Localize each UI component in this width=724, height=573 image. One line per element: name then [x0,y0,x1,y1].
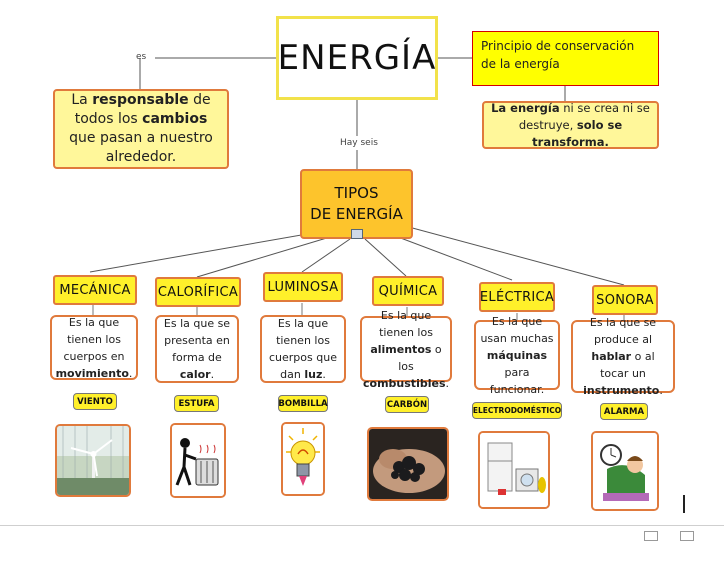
type-description-quimica: Es la que tienen los alimentos o los com… [360,309,452,390]
desc-text: . [128,366,133,380]
law-text: ni se crea ni se destruye, [518,100,650,132]
desc-text: para funcionar. [489,365,545,396]
example-label-bombilla: BOMBILLA [278,395,328,412]
tipos-de-energia-box: TIPOS DE ENERGÍA [300,169,413,239]
energia-title: ENERGÍA [276,16,438,100]
type-heading-mecanica: MECÁNICA [53,275,137,305]
definition-text: de todos los [74,92,211,127]
tipos-line2: DE ENERGÍA [310,205,403,223]
layout-icon[interactable] [680,531,694,541]
type-description-sonora: Es la que se produce al hablar o al toca… [571,316,675,397]
light-bulb-icon [281,422,325,496]
desc-bold: combustibles [363,376,446,390]
desc-text: Es la que se produce al [589,316,657,346]
type-heading-electrica: ELÉCTRICA [479,282,555,312]
link-es: es [136,52,147,62]
desc-text: Es la que tienen los cuerpos que dan [269,317,337,381]
definition-bold: cambios [142,111,208,127]
link-hay-seis: Hay seis [340,138,378,148]
type-description-mecanica: Es la que tienen los cuerpos en movimien… [50,315,138,380]
type-heading-sonora: SONORA [592,285,658,315]
appliance-icon [478,431,550,509]
desc-text: Es la que se presenta en forma de [163,317,231,364]
desc-text: o los [398,342,442,373]
principle-box: Principio de conservación de la energía [472,31,659,86]
law-bold: solo se transforma. [532,117,623,149]
alarm-clock-icon [591,431,659,511]
example-label-electrodomestico: ELECTRODOMÉSTICO [472,402,562,419]
desc-bold: movimiento [55,366,129,380]
desc-text: . [210,368,215,381]
definition-text: que pasan a nuestro alrededor. [69,130,213,165]
definition-text: La [71,92,93,108]
type-description-luminosa: Es la que tienen los cuerpos que dan luz… [260,315,346,383]
wind-turbine-icon [55,424,131,497]
type-description-calorifica: Es la que se presenta en forma de calor. [155,315,239,383]
definition-box: La responsable de todos los cambios que … [53,89,229,169]
desc-bold: hablar [591,350,632,363]
note-icon [351,229,363,239]
desc-text: o al tocar un [600,350,655,380]
definition-bold: responsable [92,92,189,108]
desc-bold: luz [304,368,323,381]
desc-text: Es la que tienen los cuerpos en [63,315,125,363]
example-label-carbon: CARBÓN [385,396,429,413]
desc-text: Es la que tienen los [379,308,433,339]
coal-icon [367,427,449,501]
desc-text: Es la que usan muchas [480,314,554,345]
tipos-line1: TIPOS [334,184,379,202]
desc-text: . [322,368,326,381]
text-cursor [683,495,685,513]
layout-icon[interactable] [644,531,658,541]
conservation-law-box: La energía ni se crea ni se destruye, so… [482,101,659,149]
type-heading-luminosa: LUMINOSA [263,272,343,302]
desc-bold: alimentos [370,342,432,356]
example-label-estufa: ESTUFA [174,395,219,412]
type-heading-calorifica: CALORÍFICA [155,277,241,307]
type-description-electrica: Es la que usan muchas máquinas para func… [474,315,560,396]
desc-bold: instrumento [583,384,660,397]
type-heading-quimica: QUÍMICA [372,276,444,306]
example-label-alarma: ALARMA [600,403,648,420]
example-label-viento: VIENTO [73,393,117,410]
desc-bold: máquinas [486,348,548,362]
heater-icon [170,423,226,498]
desc-text: . [445,376,450,390]
bottom-bar [0,525,724,573]
desc-text: . [659,384,663,397]
law-bold: La energía [491,100,560,115]
desc-bold: calor [179,368,211,381]
